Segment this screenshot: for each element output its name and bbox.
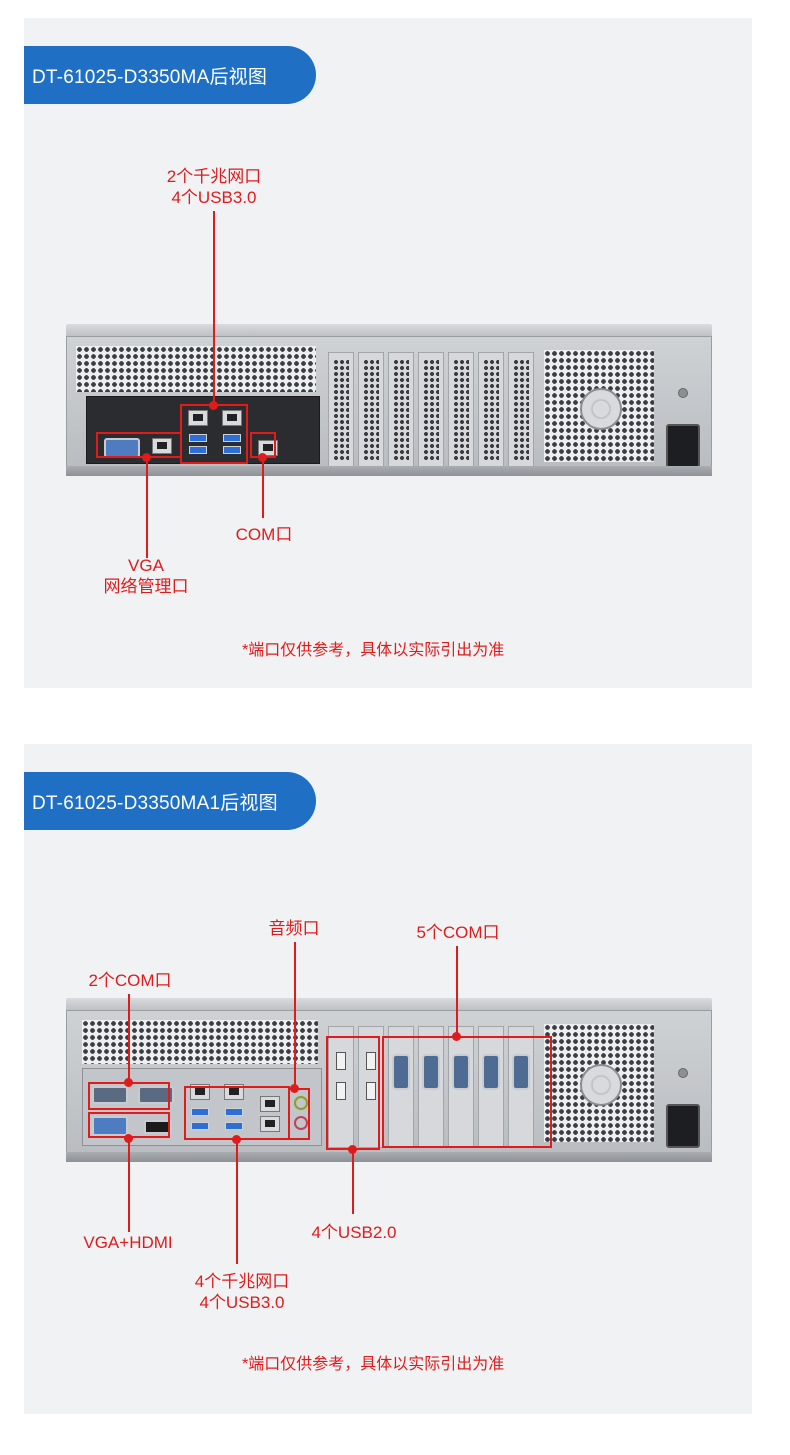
callout-dot [124, 1078, 133, 1087]
callout-line [128, 994, 130, 1082]
power-socket-icon [666, 1104, 700, 1148]
callout-dot [348, 1145, 357, 1154]
lan-port-1 [190, 1084, 210, 1100]
label-vga-hdmi: VGA+HDMI [83, 1233, 173, 1252]
label-usb3-count: 4个USB3.0 [199, 1293, 285, 1312]
usb2-port-3 [366, 1052, 376, 1070]
usb3-port-1 [189, 434, 207, 442]
psu-vent-mesh [544, 1024, 654, 1142]
chassis-rear-image [66, 324, 712, 476]
db9-com-port [422, 1054, 440, 1090]
callout-line [128, 1138, 130, 1232]
usb3-port-2 [189, 446, 207, 454]
label-lan-count: 4个千兆网口 [194, 1272, 290, 1291]
chassis-rear-image [66, 998, 712, 1162]
callout-line [213, 211, 215, 406]
power-socket-icon [666, 424, 700, 468]
callout-line [294, 942, 296, 1088]
highlight-audio [288, 1088, 310, 1140]
lan-port-4 [260, 1116, 280, 1132]
usb3-port-3 [223, 434, 241, 442]
psu-fan-icon [580, 388, 622, 430]
db9-com-port [512, 1054, 530, 1090]
callout-dot [232, 1135, 241, 1144]
usb3-port-1 [191, 1108, 209, 1116]
usb3-port-3 [225, 1108, 243, 1116]
label-lan-usb: 4个千兆网口 4个USB3.0 [172, 1271, 312, 1313]
label-lan-count: 2个千兆网口 [166, 167, 262, 186]
highlight-lan-usb [180, 404, 248, 464]
callout-line [146, 458, 148, 558]
disclaimer-note: *端口仅供参考，具体以实际引出为准 [242, 642, 505, 659]
usb2-port-4 [366, 1082, 376, 1100]
callout-line [352, 1150, 354, 1214]
rear-view-panel-1: DT-61025-D3350MA后视图 2个千兆网口 4个USB3.0 [24, 18, 752, 688]
label-mgmt: 网络管理口 [103, 577, 189, 596]
lan-port-2 [222, 410, 242, 426]
highlight-vga-mgmt [96, 432, 182, 458]
label-vga-mgmt: VGA 网络管理口 [84, 555, 208, 597]
mgmt-lan-port [152, 438, 172, 454]
callout-line [456, 946, 458, 1036]
disclaimer-note: *端口仅供参考，具体以实际引出为准 [242, 1356, 505, 1373]
lan-port-1 [188, 410, 208, 426]
mic-jack-icon [294, 1116, 308, 1130]
label-com: COM口 [235, 525, 293, 544]
panel-title-tab: DT-61025-D3350MA后视图 [24, 46, 316, 104]
callout-dot [258, 453, 267, 462]
callout-dot [124, 1134, 133, 1143]
hdmi-port [144, 1120, 172, 1134]
vent-mesh [82, 1020, 318, 1064]
usb3-port-4 [225, 1122, 243, 1130]
highlight-usb2 [326, 1036, 380, 1150]
com-port-1 [92, 1086, 128, 1104]
screw-icon [678, 388, 688, 398]
callout-line [262, 458, 264, 518]
label-com2: 2个COM口 [88, 971, 172, 990]
label-audio: 音频口 [268, 919, 320, 938]
screw-icon [678, 1068, 688, 1078]
usb2-port-1 [336, 1052, 346, 1070]
label-vga: VGA [128, 556, 164, 575]
label-lan-usb: 2个千兆网口 4个USB3.0 [144, 166, 284, 208]
label-usb3-count: 4个USB3.0 [171, 188, 257, 207]
callout-dot [452, 1032, 461, 1041]
usb2-port-2 [336, 1082, 346, 1100]
label-usb2: 4个USB2.0 [311, 1223, 397, 1242]
com-port [258, 440, 278, 456]
vent-mesh [76, 346, 316, 392]
usb3-port-4 [223, 446, 241, 454]
db9-com-port [482, 1054, 500, 1090]
psu-fan-icon [580, 1064, 622, 1106]
panel-title: DT-61025-D3350MA后视图 [32, 66, 268, 88]
usb3-port-2 [191, 1122, 209, 1130]
vga-port [92, 1116, 128, 1136]
db9-com-port [452, 1054, 470, 1090]
db9-com-port [392, 1054, 410, 1090]
lan-port-2 [224, 1084, 244, 1100]
label-com5: 5个COM口 [416, 923, 500, 942]
com-port-2 [138, 1086, 174, 1104]
rear-view-panel-2: DT-61025-D3350MA1后视图 [24, 744, 752, 1414]
callout-line [236, 1140, 238, 1264]
highlight-com5 [382, 1036, 552, 1148]
panel-title: DT-61025-D3350MA1后视图 [32, 792, 278, 814]
callout-dot [290, 1084, 299, 1093]
audio-jack-icon [294, 1096, 308, 1110]
panel-title-tab: DT-61025-D3350MA1后视图 [24, 772, 316, 830]
highlight-lan-usb [184, 1086, 290, 1140]
lan-port-3 [260, 1096, 280, 1112]
callout-dot [142, 453, 151, 462]
